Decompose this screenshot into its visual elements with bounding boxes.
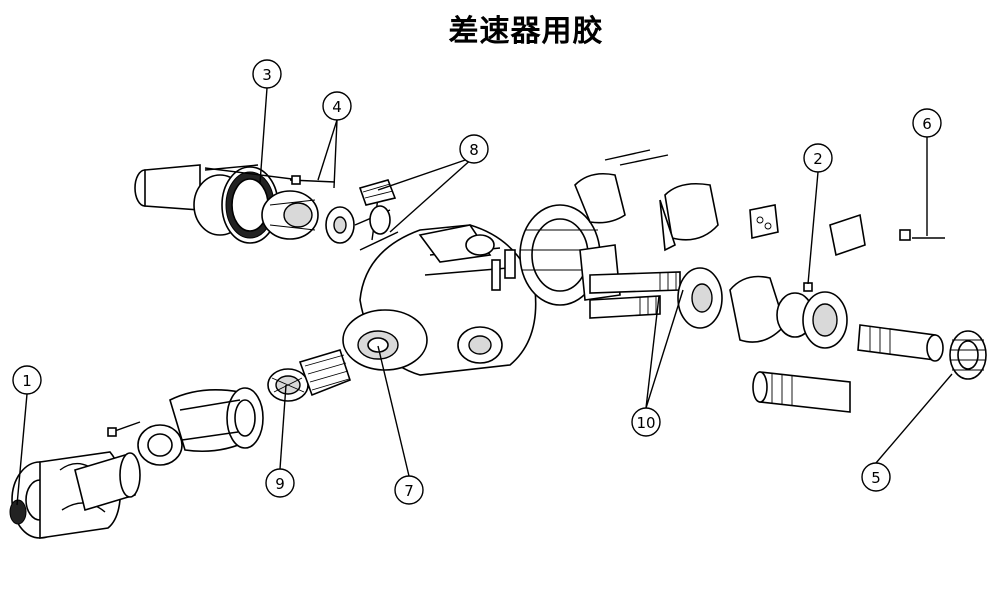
pinion-spacer xyxy=(74,452,141,512)
pinion-seal xyxy=(137,424,183,466)
drive-pinion xyxy=(298,349,351,397)
callout-10-label: 10 xyxy=(636,414,655,432)
callout-7-label: 7 xyxy=(404,482,414,500)
side-gear-left xyxy=(261,190,319,240)
retainer-plate xyxy=(829,213,866,257)
callout-leaders xyxy=(16,87,953,506)
callout-9: 9 xyxy=(265,468,295,498)
right-flange xyxy=(677,267,723,329)
cap-bolt-6 xyxy=(899,229,945,241)
callout-6: 6 xyxy=(912,108,942,138)
lock-plate xyxy=(749,204,779,239)
callout-4: 4 xyxy=(322,91,352,121)
output-shaft-upper xyxy=(857,324,944,362)
callout-2-label: 2 xyxy=(813,150,823,168)
callout-8: 8 xyxy=(459,134,489,164)
callout-4-label: 4 xyxy=(332,98,342,116)
left-bearing-cup-3 xyxy=(134,164,279,244)
callout-5: 5 xyxy=(861,462,891,492)
callout-5-label: 5 xyxy=(871,469,881,487)
callout-3: 3 xyxy=(252,59,282,89)
pinion-gear-5 xyxy=(949,330,987,380)
adjust-nut-2 xyxy=(803,282,813,292)
right-carrier-hub xyxy=(729,275,848,349)
spider-gear xyxy=(325,206,355,244)
callout-7: 7 xyxy=(394,475,424,505)
adjuster-bolt-4 xyxy=(204,167,336,185)
bearing-cap-right xyxy=(659,182,719,252)
output-shaft-lower xyxy=(752,371,851,413)
callout-1: 1 xyxy=(12,365,42,395)
axle-shafts-10 xyxy=(589,271,681,319)
small-bolt-left xyxy=(107,421,141,437)
callout-3-label: 3 xyxy=(262,66,272,84)
callout-8-label: 8 xyxy=(469,141,479,159)
cross-shaft xyxy=(354,197,399,251)
pinion-bearing xyxy=(267,368,309,402)
upper-pinion-gear-8 xyxy=(358,179,397,206)
pinion-bearing-cage xyxy=(169,387,264,453)
callout-10: 10 xyxy=(631,407,661,437)
callout-6-label: 6 xyxy=(922,115,932,133)
diagram-title: 差速器用胶 xyxy=(448,14,604,49)
carrier-inner-parts xyxy=(418,224,516,291)
callout-2: 2 xyxy=(803,143,833,173)
callout-1-label: 1 xyxy=(22,372,32,390)
callout-9-label: 9 xyxy=(275,475,285,493)
bearing-cap-left xyxy=(574,149,669,224)
